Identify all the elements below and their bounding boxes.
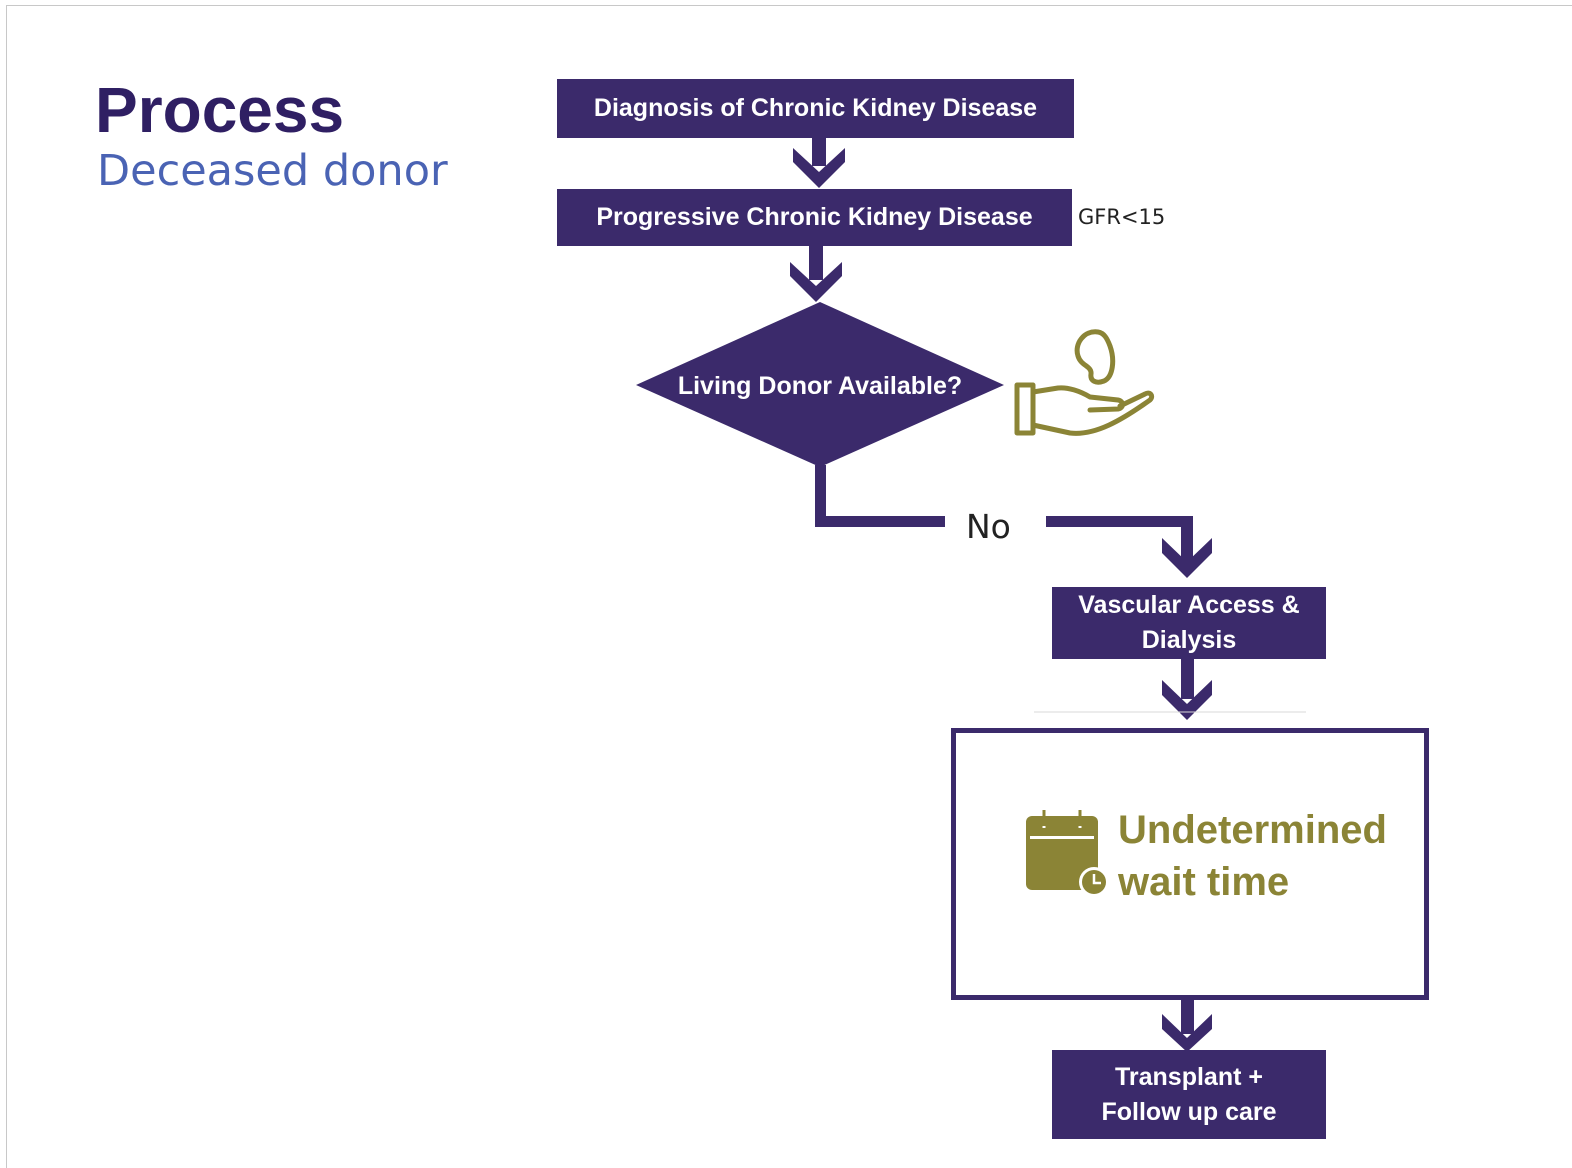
page-title: Process	[95, 74, 345, 146]
step-diagnosis-label: Diagnosis of Chronic Kidney Disease	[593, 94, 1038, 122]
wait-time-text: Undetermined wait time	[1118, 804, 1387, 908]
arrow-progressive-to-decision	[790, 246, 842, 302]
step-progressive-label: Progressive Chronic Kidney Disease	[596, 203, 1033, 231]
page-subtitle: Deceased donor	[97, 146, 448, 196]
no-branch-label: No	[966, 507, 1011, 546]
step-transplant-box: Transplant + Follow up care	[1052, 1050, 1326, 1139]
decision-diamond	[636, 302, 1004, 467]
wait-time-box	[951, 728, 1429, 1000]
step-vascular-box: Vascular Access & Dialysis	[1052, 587, 1326, 659]
no-branch-connector	[815, 465, 1212, 578]
hand-holding-kidney-icon	[1014, 329, 1155, 436]
step-vascular-label-line2: Dialysis	[1141, 626, 1237, 654]
gfr-note: GFR<15	[1078, 205, 1166, 229]
wait-time-line2: wait time	[1118, 860, 1290, 904]
arrow-wait-to-transplant	[1162, 998, 1212, 1052]
arrow-diagnosis-to-progressive	[793, 138, 845, 188]
slide	[6, 5, 1572, 1168]
decision-label: Living Donor Available?	[677, 372, 963, 400]
step-diagnosis-box: Diagnosis of Chronic Kidney Disease	[557, 79, 1074, 138]
wait-time-line1: Undetermined	[1118, 808, 1387, 852]
step-progressive-box: Progressive Chronic Kidney Disease	[557, 189, 1072, 246]
step-transplant-label-line2: Follow up care	[1101, 1097, 1277, 1126]
step-transplant-label-line1: Transplant +	[1115, 1062, 1263, 1091]
step-vascular-label-line1: Vascular Access &	[1078, 591, 1300, 619]
